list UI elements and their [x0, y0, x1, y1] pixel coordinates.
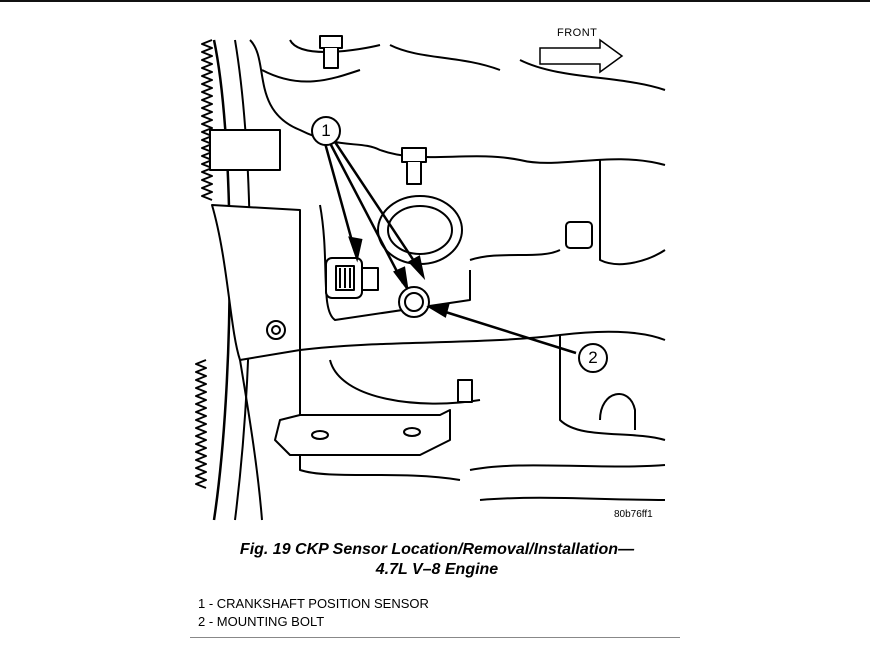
caption-line-2: 4.7L V–8 Engine — [375, 561, 499, 578]
callout-2: 2 — [578, 343, 608, 373]
bottom-rule — [190, 637, 680, 638]
legend-item-2: 2 - MOUNTING BOLT — [198, 614, 325, 629]
engine-illustration — [195, 35, 666, 521]
caption-line-1: Fig. 19 CKP Sensor Location/Removal/Inst… — [239, 541, 635, 558]
figure-id: 80b76ff1 — [614, 509, 653, 520]
legend-item-1: 1 - CRANKSHAFT POSITION SENSOR — [198, 596, 429, 611]
front-label: FRONT — [557, 27, 598, 39]
ckp-sensor-shape — [325, 257, 379, 299]
callout-1: 1 — [311, 116, 341, 146]
mounting-bolt-shape — [398, 286, 430, 318]
front-arrow — [539, 38, 624, 74]
top-rule — [0, 0, 870, 2]
figure-caption: Fig. 19 CKP Sensor Location/Removal/Inst… — [190, 540, 684, 580]
flywheel-teeth — [195, 39, 213, 489]
legend: 1 - CRANKSHAFT POSITION SENSOR 2 - MOUNT… — [198, 595, 429, 631]
